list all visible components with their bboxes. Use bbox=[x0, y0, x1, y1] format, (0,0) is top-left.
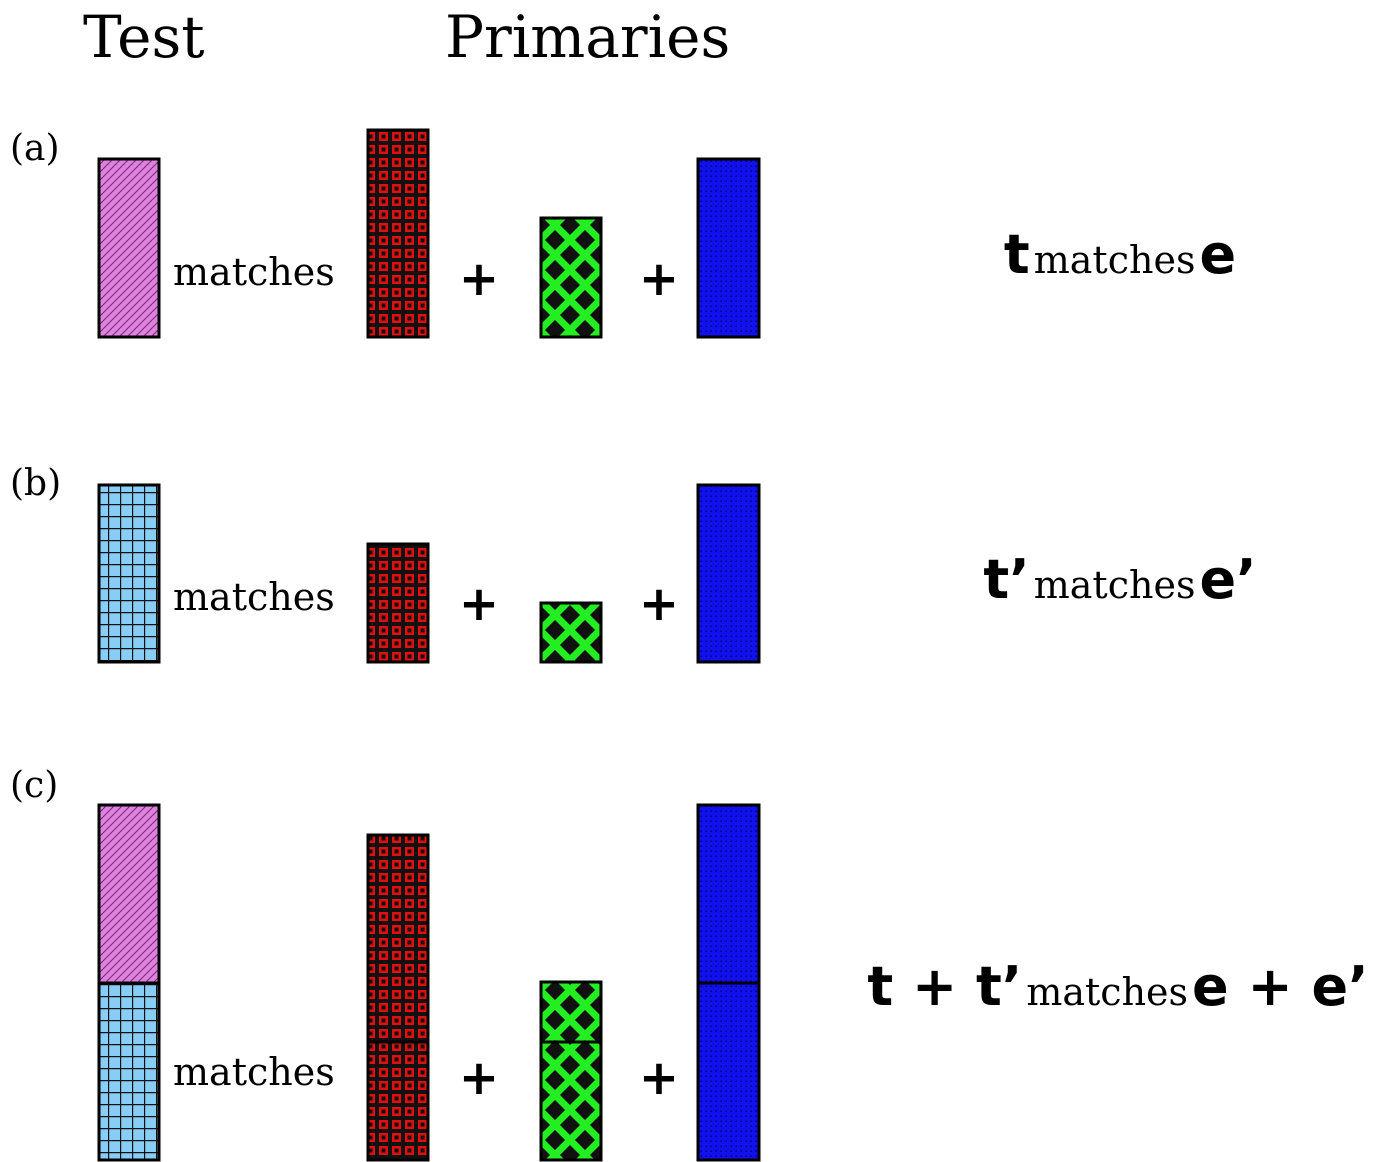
red-primary-bar bbox=[366, 128, 430, 339]
equation: t + t’ matches e + e’ bbox=[867, 955, 1368, 1018]
plus-sign: + bbox=[639, 1050, 679, 1106]
equation-rhs: e’ bbox=[1199, 548, 1256, 611]
equation: t matches e bbox=[1004, 223, 1236, 286]
equation-word: matches bbox=[1034, 238, 1196, 282]
test-header: Test bbox=[83, 3, 205, 71]
panel-label: (b) bbox=[10, 463, 61, 504]
plus-sign: + bbox=[639, 251, 679, 307]
equation-word: matches bbox=[1026, 970, 1188, 1014]
green-primary-bar bbox=[539, 216, 603, 339]
panel-b: (b) matches + + t’ matches e’ bbox=[10, 463, 1257, 664]
equation-word: matches bbox=[1034, 563, 1196, 607]
blue-primary-bar-upper bbox=[696, 803, 761, 985]
equation-rhs: e + e’ bbox=[1192, 955, 1369, 1018]
equation-rhs: e bbox=[1199, 223, 1236, 286]
green-primary-bar bbox=[539, 601, 603, 664]
blue-primary-bar-lower bbox=[696, 981, 761, 1162]
equation-lhs: t + t’ bbox=[867, 955, 1022, 1018]
test-bar-pink-segment bbox=[97, 803, 161, 985]
matches-label: matches bbox=[173, 575, 335, 619]
matches-label: matches bbox=[173, 1050, 335, 1094]
plus-sign: + bbox=[639, 576, 679, 632]
test-bar-pink bbox=[97, 157, 161, 339]
blue-primary-bar bbox=[696, 157, 761, 339]
plus-sign: + bbox=[459, 251, 499, 307]
red-primary-bar-lower bbox=[366, 1040, 430, 1162]
test-bar-light-blue bbox=[97, 483, 161, 664]
green-primary-bar-upper bbox=[539, 980, 603, 1044]
matches-label: matches bbox=[173, 250, 335, 294]
green-primary-bar-lower bbox=[539, 1040, 603, 1162]
test-bar-light-blue-segment bbox=[97, 981, 161, 1162]
equation-lhs: t bbox=[1004, 223, 1030, 286]
red-primary-bar bbox=[366, 542, 430, 664]
red-primary-bar-upper bbox=[366, 833, 430, 1044]
panel-label: (a) bbox=[10, 128, 60, 169]
equation-lhs: t’ bbox=[983, 548, 1029, 611]
equation: t’ matches e’ bbox=[983, 548, 1256, 611]
blue-primary-bar bbox=[696, 483, 761, 664]
plus-sign: + bbox=[459, 576, 499, 632]
plus-sign: + bbox=[459, 1050, 499, 1106]
primaries-header: Primaries bbox=[445, 3, 730, 71]
panel-a: (a) matches + + t matches e bbox=[10, 128, 1236, 339]
panel-c: (c) matches + + t + t’ matches e + e’ bbox=[10, 765, 1369, 1162]
panel-label: (c) bbox=[10, 765, 58, 806]
